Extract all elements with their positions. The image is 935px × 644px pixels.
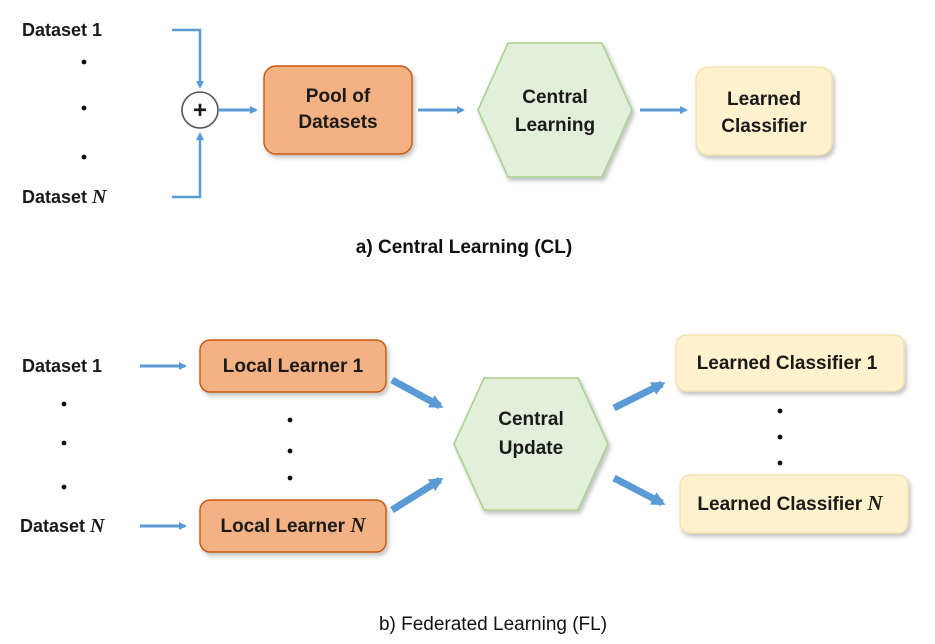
fl-arrow-update-to-classifiern xyxy=(612,474,666,507)
fl-learner-ellipsis-dot xyxy=(287,448,293,454)
fl-ellipsis-dot xyxy=(61,440,67,446)
cl-arrow-datasetn-to-sum xyxy=(172,132,204,199)
local-learner-n-box: Local Learner N xyxy=(199,499,387,553)
cl-learned-classifier-box: Learned Classifier xyxy=(695,66,833,156)
pool-label-line2: Datasets xyxy=(298,112,377,133)
central-learning-hexagon: Central Learning xyxy=(477,42,633,178)
fl-classifier-ellipsis-dot xyxy=(777,408,783,414)
sum-node: + xyxy=(181,91,219,129)
pool-label-line1: Pool of xyxy=(306,86,371,107)
federated-learning-section: Dataset 1 Dataset N Local Learner 1 Loca… xyxy=(20,334,909,635)
central-update-hexagon: Central Update xyxy=(453,377,609,511)
fl-classifier-ellipsis-dot xyxy=(777,434,783,440)
fl-arrow-learner1-to-update xyxy=(390,376,444,410)
fl-ellipsis-dot xyxy=(61,484,67,490)
update-label-line2: Update xyxy=(499,438,563,459)
central-learning-section: Dataset 1 Dataset N + Pool of Datasets C… xyxy=(22,20,833,258)
cl-ellipsis-dot xyxy=(81,105,87,111)
classifier-label-line2: Classifier xyxy=(721,116,807,137)
learned-classifier-1-box: Learned Classifier 1 xyxy=(675,334,905,392)
cl-ellipsis-dot xyxy=(81,59,87,65)
cl-dataset-1-label: Dataset 1 xyxy=(22,20,102,40)
update-label-line1: Central xyxy=(498,409,563,430)
fl-ellipsis-dot xyxy=(61,401,67,407)
learning-label-line1: Central xyxy=(522,87,587,108)
learned-classifier-n-box: Learned Classifier N xyxy=(679,474,909,534)
cl-caption: a) Central Learning (CL) xyxy=(356,237,572,258)
cl-ellipsis-dot xyxy=(81,154,87,160)
fl-learner-ellipsis-dot xyxy=(287,475,293,481)
svg-text:Local Learner 1: Local Learner 1 xyxy=(223,356,364,377)
pool-of-datasets-box: Pool of Datasets xyxy=(263,65,413,155)
fl-learner-ellipsis-dot xyxy=(287,417,293,423)
cl-arrow-dataset1-to-sum xyxy=(172,28,204,89)
local-learner-1-box: Local Learner 1 xyxy=(199,339,387,393)
fl-dataset-n-label: Dataset N xyxy=(20,515,106,537)
fl-dataset-1-label: Dataset 1 xyxy=(22,356,102,376)
fl-classifier-ellipsis-dot xyxy=(777,460,783,466)
fl-caption: b) Federated Learning (FL) xyxy=(379,614,607,635)
svg-text:Learned Classifier N: Learned Classifier N xyxy=(697,491,883,515)
sum-symbol: + xyxy=(193,97,207,124)
svg-text:Local Learner N: Local Learner N xyxy=(220,513,366,537)
cl-dataset-n-label: Dataset N xyxy=(22,186,108,208)
learning-label-line2: Learning xyxy=(515,115,595,136)
fl-arrow-update-to-classifier1 xyxy=(612,380,666,412)
svg-text:Learned Classifier 1: Learned Classifier 1 xyxy=(697,353,878,374)
fl-arrow-learnern-to-update xyxy=(390,477,444,513)
classifier-label-line1: Learned xyxy=(727,89,801,110)
